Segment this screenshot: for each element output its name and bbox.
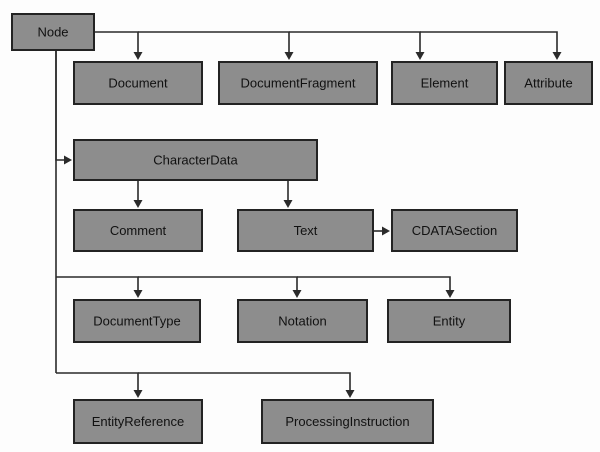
node-box-label: Node bbox=[37, 24, 68, 39]
node-box-label: ProcessingInstruction bbox=[285, 414, 409, 429]
connector-node-to-notation bbox=[138, 276, 302, 298]
node-box-label: CDATASection bbox=[412, 223, 498, 238]
connector-text-to-cdata-section bbox=[373, 226, 390, 236]
node-box-label: Notation bbox=[278, 313, 326, 328]
node-box-document[interactable]: Document bbox=[73, 61, 203, 105]
arrowhead-down-icon bbox=[133, 200, 143, 208]
connector-node-to-element bbox=[289, 31, 425, 60]
node-box-entity[interactable]: Entity bbox=[387, 299, 511, 343]
node-box-label: EntityReference bbox=[92, 414, 185, 429]
node-box-background[interactable] bbox=[237, 209, 374, 252]
connector-line bbox=[138, 372, 351, 395]
connector-node-to-entity bbox=[297, 276, 455, 298]
arrowhead-right-icon bbox=[382, 226, 390, 236]
arrowhead-down-icon bbox=[345, 390, 355, 398]
node-box-background[interactable] bbox=[237, 299, 368, 343]
node-box-text[interactable]: Text bbox=[237, 209, 374, 252]
connector-node-to-document-fragment bbox=[138, 31, 294, 60]
node-box-attribute[interactable]: Attribute bbox=[504, 61, 593, 105]
arrowhead-down-icon bbox=[133, 52, 143, 60]
arrowhead-down-icon bbox=[445, 290, 455, 298]
node-box-document-type[interactable]: DocumentType bbox=[73, 299, 201, 343]
connector-line bbox=[56, 276, 139, 295]
node-box-label: Element bbox=[421, 75, 469, 90]
connector-node-to-attribute bbox=[420, 31, 562, 60]
node-box-background[interactable] bbox=[387, 299, 511, 343]
connector-line bbox=[420, 31, 558, 57]
connector-node-to-processing-instruction bbox=[138, 372, 355, 398]
node-box-background[interactable] bbox=[73, 299, 201, 343]
node-box-element[interactable]: Element bbox=[391, 61, 498, 105]
node-box-label: Text bbox=[294, 223, 318, 238]
node-box-label: Comment bbox=[110, 223, 167, 238]
node-box-label: DocumentFragment bbox=[241, 75, 356, 90]
node-box-label: Document bbox=[108, 75, 168, 90]
arrowhead-down-icon bbox=[133, 390, 143, 398]
node-box-background[interactable] bbox=[218, 61, 378, 105]
node-box-entity-reference[interactable]: EntityReference bbox=[73, 399, 203, 444]
arrowhead-down-icon bbox=[552, 52, 562, 60]
connector-line bbox=[297, 276, 451, 295]
connector-line bbox=[94, 31, 139, 57]
arrowhead-down-icon bbox=[283, 200, 293, 208]
connector-character-data-to-text bbox=[283, 180, 293, 208]
node-box-background[interactable] bbox=[73, 209, 203, 252]
connector-node-to-entity-reference bbox=[56, 372, 143, 398]
node-box-label: Entity bbox=[433, 313, 466, 328]
node-box-background[interactable] bbox=[73, 399, 203, 444]
connector-line bbox=[55, 50, 69, 161]
arrowhead-down-icon bbox=[292, 290, 302, 298]
arrowhead-right-icon bbox=[64, 155, 72, 165]
node-box-background[interactable] bbox=[261, 399, 434, 444]
node-box-character-data[interactable]: CharacterData bbox=[73, 139, 318, 181]
connector-line bbox=[289, 31, 421, 57]
connector-line bbox=[56, 372, 139, 395]
connector-character-data-to-comment bbox=[133, 180, 143, 208]
arrowhead-down-icon bbox=[284, 52, 294, 60]
node-box-label: Attribute bbox=[524, 75, 572, 90]
connector-node-to-document bbox=[94, 31, 143, 60]
node-box-notation[interactable]: Notation bbox=[237, 299, 368, 343]
connector-node-to-character-data bbox=[55, 50, 72, 165]
node-box-processing-instruction[interactable]: ProcessingInstruction bbox=[261, 399, 434, 444]
arrowhead-down-icon bbox=[415, 52, 425, 60]
node-box-background[interactable] bbox=[391, 209, 518, 252]
connector-layer bbox=[55, 31, 562, 398]
node-box-document-fragment[interactable]: DocumentFragment bbox=[218, 61, 378, 105]
node-box-label: CharacterData bbox=[153, 152, 238, 167]
node-box-comment[interactable]: Comment bbox=[73, 209, 203, 252]
node-box-background[interactable] bbox=[11, 13, 95, 51]
node-box-background[interactable] bbox=[391, 61, 498, 105]
arrowhead-down-icon bbox=[133, 290, 143, 298]
node-box-background[interactable] bbox=[73, 139, 318, 181]
connector-node-to-document-type bbox=[56, 276, 143, 298]
node-box-node[interactable]: Node bbox=[11, 13, 95, 51]
node-box-background[interactable] bbox=[73, 61, 203, 105]
connector-line bbox=[138, 31, 290, 57]
connector-line bbox=[138, 276, 298, 295]
node-box-cdata-section[interactable]: CDATASection bbox=[391, 209, 518, 252]
node-box-label: DocumentType bbox=[93, 313, 180, 328]
node-box-background[interactable] bbox=[504, 61, 593, 105]
